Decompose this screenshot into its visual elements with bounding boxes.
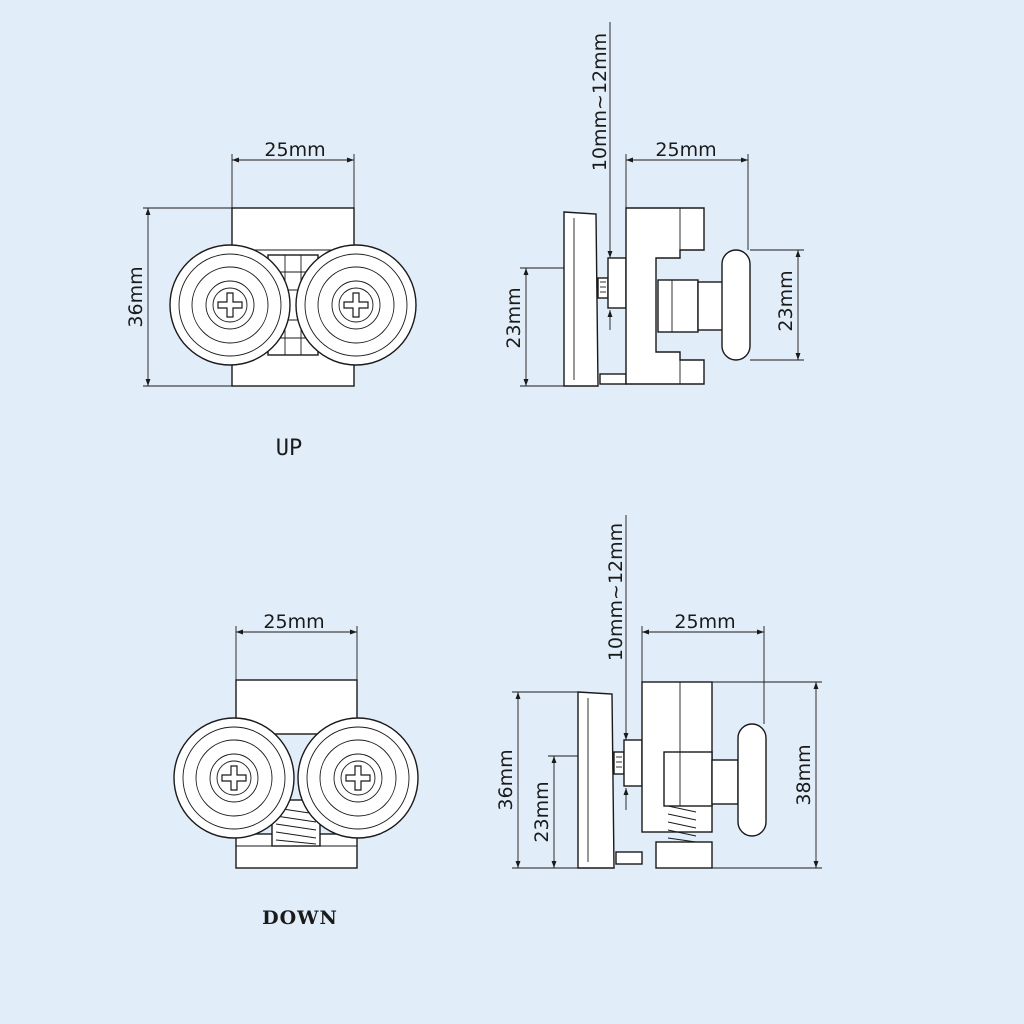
- down-side-right-height-label: 38mm: [793, 744, 815, 805]
- down-front-view: 25mm: [173, 611, 419, 869]
- up-side-right-height-label: 23mm: [775, 270, 797, 331]
- up-front-height-label: 36mm: [125, 266, 147, 327]
- down-side-depth-label: 25mm: [674, 611, 735, 633]
- up-side-gap-label: 10mm~12mm: [589, 33, 611, 171]
- down-side-gap-label: 10mm~12mm: [605, 523, 627, 661]
- right-wheel: [295, 244, 417, 366]
- left-wheel: [173, 717, 295, 839]
- up-side-depth-label: 25mm: [655, 139, 716, 161]
- down-side-inner-height-label: 23mm: [531, 781, 553, 842]
- up-side-left-height-label: 23mm: [503, 287, 525, 348]
- down-side-view: 10mm~12mm 25mm 36mm 23mm 38mm: [495, 515, 822, 869]
- up-side-view: 10mm~12mm 25mm 23mm 23mm: [503, 22, 804, 387]
- up-label: UP: [276, 436, 303, 461]
- down-label: DOWN: [262, 907, 338, 929]
- right-wheel: [297, 717, 419, 839]
- down-side-total-height-label: 36mm: [495, 749, 517, 810]
- up-front-view: 25mm 36mm: [125, 139, 417, 387]
- down-front-width-label: 25mm: [263, 611, 324, 633]
- left-wheel: [169, 244, 291, 366]
- up-front-width-label: 25mm: [264, 139, 325, 161]
